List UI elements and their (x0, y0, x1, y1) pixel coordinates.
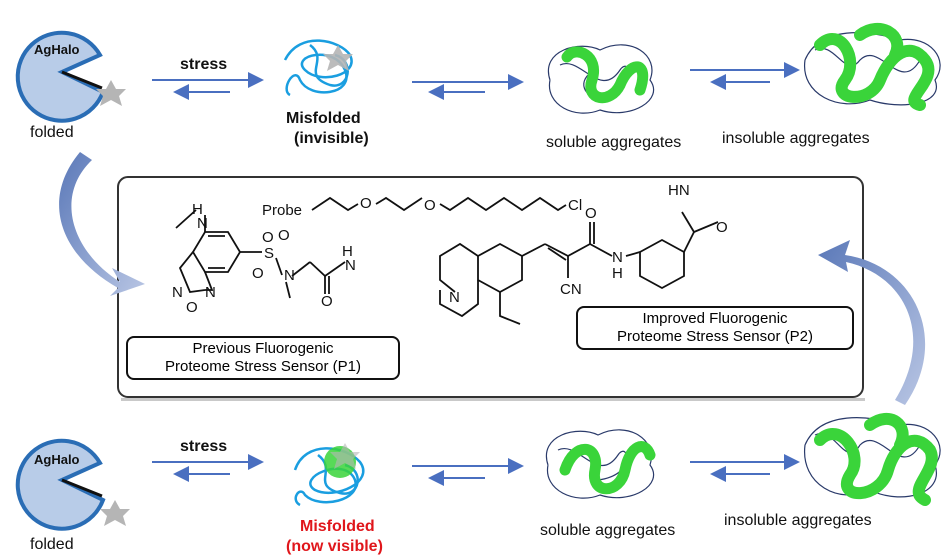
p1-line2: Proteome Stress Sensor (P1) (165, 358, 361, 375)
p2-sensor-label: Improved Fluorogenic Proteome Stress Sen… (576, 306, 854, 350)
p1-line1: Previous Fluorogenic (192, 340, 334, 357)
svg-text:O: O (321, 293, 333, 310)
svg-text:N: N (612, 249, 623, 266)
svg-text:S: S (264, 245, 274, 262)
bottom-folded-label: folded (30, 536, 74, 553)
svg-text:H: H (342, 243, 353, 260)
svg-text:CN: CN (560, 281, 582, 298)
svg-text:O: O (262, 229, 274, 246)
top-misfolded-note: (invisible) (294, 130, 369, 147)
svg-text:Cl: Cl (568, 197, 582, 214)
svg-text:H: H (612, 265, 623, 282)
bottom-misfolded-label: Misfolded (300, 518, 375, 535)
top-misfolded-tangle (283, 39, 353, 97)
top-soluble-label: soluble aggregates (546, 134, 682, 151)
bottom-soluble-label: soluble aggregates (540, 522, 676, 539)
bottom-folded-protein (15, 438, 106, 531)
svg-text:N: N (345, 257, 356, 274)
p2-structure (439, 211, 719, 325)
curved-arrow-right (818, 240, 926, 405)
bottom-protein-label: AgHalo (34, 452, 80, 467)
top-soluble-aggregate (547, 44, 655, 114)
top-folded-protein (15, 30, 106, 123)
svg-text:O: O (186, 299, 198, 316)
svg-text:N: N (172, 284, 183, 301)
svg-text:N: N (449, 289, 460, 306)
svg-text:O: O (278, 227, 290, 244)
svg-text:O: O (252, 265, 264, 282)
bottom-misfolded-note: (now visible) (286, 538, 383, 555)
svg-text:HN: HN (668, 182, 690, 199)
svg-text:O: O (716, 219, 728, 236)
bottom-soluble-aggregate (545, 429, 656, 499)
bottom-insoluble-label: insoluble aggregates (724, 512, 872, 529)
svg-text:N: N (197, 215, 208, 232)
probe-label: Probe (262, 202, 302, 219)
top-folded-label: folded (30, 124, 74, 141)
bottom-insoluble-aggregate (804, 413, 941, 506)
p2-line2: Proteome Stress Sensor (P2) (617, 328, 813, 345)
bottom-star (100, 500, 130, 526)
top-insoluble-label: insoluble aggregates (722, 130, 870, 147)
p1-sensor-label: Previous Fluorogenic Proteome Stress Sen… (126, 336, 400, 380)
top-misfolded-label: Misfolded (286, 110, 361, 127)
p2-line1: Improved Fluorogenic (642, 310, 788, 327)
top-protein-label: AgHalo (34, 42, 80, 57)
svg-text:H: H (192, 201, 203, 218)
svg-text:N: N (205, 284, 216, 301)
svg-text:O: O (424, 197, 436, 214)
svg-text:O: O (360, 195, 372, 212)
svg-text:N: N (284, 267, 295, 284)
top-insoluble-aggregate (804, 23, 941, 111)
svg-text:O: O (585, 205, 597, 222)
top-star (96, 80, 126, 106)
bottom-stress-label: stress (180, 438, 228, 455)
p1-structure (175, 209, 346, 299)
curved-arrow-left (59, 152, 145, 296)
top-stress-label: stress (180, 56, 228, 73)
